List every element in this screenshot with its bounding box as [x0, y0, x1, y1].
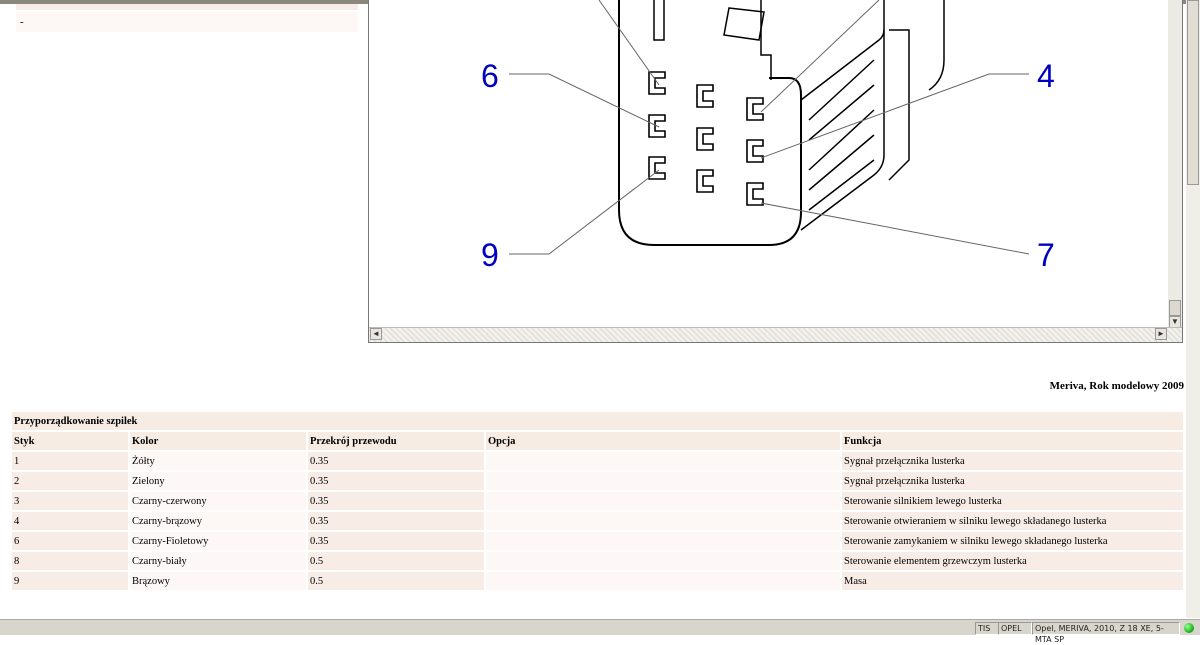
table-cell [486, 532, 840, 550]
left-panel-row: - [16, 12, 358, 32]
table-cell: Sterowanie silnikiem lewego lusterka [842, 492, 1183, 510]
table-title: Przyporządkowanie szpilek [12, 412, 1183, 430]
status-brand: OPEL [998, 622, 1032, 635]
diagram-frame: 6 4 9 7 ▼ ◄ ► [368, 0, 1183, 343]
pin-label-6: 6 [481, 58, 499, 94]
left-panel-row [16, 4, 358, 10]
status-bar: TIS OPEL Opel, MERIVA, 2010, Z 18 XE, 5-… [0, 619, 1200, 644]
table-cell: Czarny-biały [130, 552, 306, 570]
column-header: Styk [12, 432, 128, 450]
scroll-thumb[interactable] [1169, 300, 1181, 316]
table-cell: 0.35 [308, 472, 484, 490]
table-cell: 0.35 [308, 492, 484, 510]
page-scroll-thumb[interactable] [1187, 0, 1199, 185]
table-cell [486, 572, 840, 590]
table-cell [486, 512, 840, 530]
connector-diagram: 6 4 9 7 [481, 0, 1055, 273]
table-cell: Sterowanie elementem grzewczym lusterka [842, 552, 1183, 570]
table-cell [486, 552, 840, 570]
table-cell: 0.35 [308, 532, 484, 550]
table-cell: 9 [12, 572, 128, 590]
pin-grid [648, 71, 764, 206]
table-cell: Sterowanie otwieraniem w silniku lewego … [842, 512, 1183, 530]
pin-label-9: 9 [481, 237, 499, 273]
table-cell: 2 [12, 472, 128, 490]
table-cell: 1 [12, 452, 128, 470]
table-cell: Czarny-brązowy [130, 512, 306, 530]
column-header: Funkcja [842, 432, 1183, 450]
left-panel-text: - [20, 16, 24, 28]
column-header: Kolor [130, 432, 306, 450]
pin-assignment-table: Przyporządkowanie szpilek Styk Kolor Prz… [10, 410, 1185, 592]
scroll-left-button[interactable]: ◄ [370, 328, 382, 340]
table-cell: Brązowy [130, 572, 306, 590]
table-cell: 4 [12, 512, 128, 530]
table-cell: 0.35 [308, 512, 484, 530]
table-cell [486, 472, 840, 490]
table-cell: Sterowanie zamykaniem w silniku lewego s… [842, 532, 1183, 550]
diagram-horizontal-scrollbar[interactable]: ◄ ► [369, 327, 1182, 342]
scroll-down-button[interactable]: ▼ [1169, 316, 1181, 328]
table-cell: Żółty [130, 452, 306, 470]
leader-lines [509, 0, 1030, 255]
table-cell: 3 [12, 492, 128, 510]
pin-label-7: 7 [1037, 237, 1055, 273]
status-app: TIS [975, 622, 999, 635]
table-cell: 0.5 [308, 572, 484, 590]
status-vehicle: Opel, MERIVA, 2010, Z 18 XE, 5-MTA SP [1032, 622, 1180, 644]
table-cell: Czarny-czerwony [130, 492, 306, 510]
table-cell: 0.35 [308, 452, 484, 470]
table-cell [486, 452, 840, 470]
table-cell: Zielony [130, 472, 306, 490]
table-cell: 0.5 [308, 552, 484, 570]
table-cell [486, 492, 840, 510]
table-cell: Sygnał przełącznika lusterka [842, 452, 1183, 470]
model-caption: Meriva, Rok modelowy 2009 [1049, 380, 1184, 392]
scroll-right-button[interactable]: ► [1155, 328, 1167, 340]
pin-label-4: 4 [1037, 58, 1055, 94]
column-header: Opcja [486, 432, 840, 450]
column-header: Przekrój przewodu [308, 432, 484, 450]
page-vertical-scrollbar[interactable] [1186, 0, 1200, 618]
connection-status-icon [1184, 623, 1194, 633]
table-cell: Czarny-Fioletowy [130, 532, 306, 550]
table-cell: Sygnał przełącznika lusterka [842, 472, 1183, 490]
table-cell: 8 [12, 552, 128, 570]
table-cell: Masa [842, 572, 1183, 590]
diagram-vertical-scrollbar[interactable]: ▼ [1168, 0, 1182, 328]
table-cell: 6 [12, 532, 128, 550]
